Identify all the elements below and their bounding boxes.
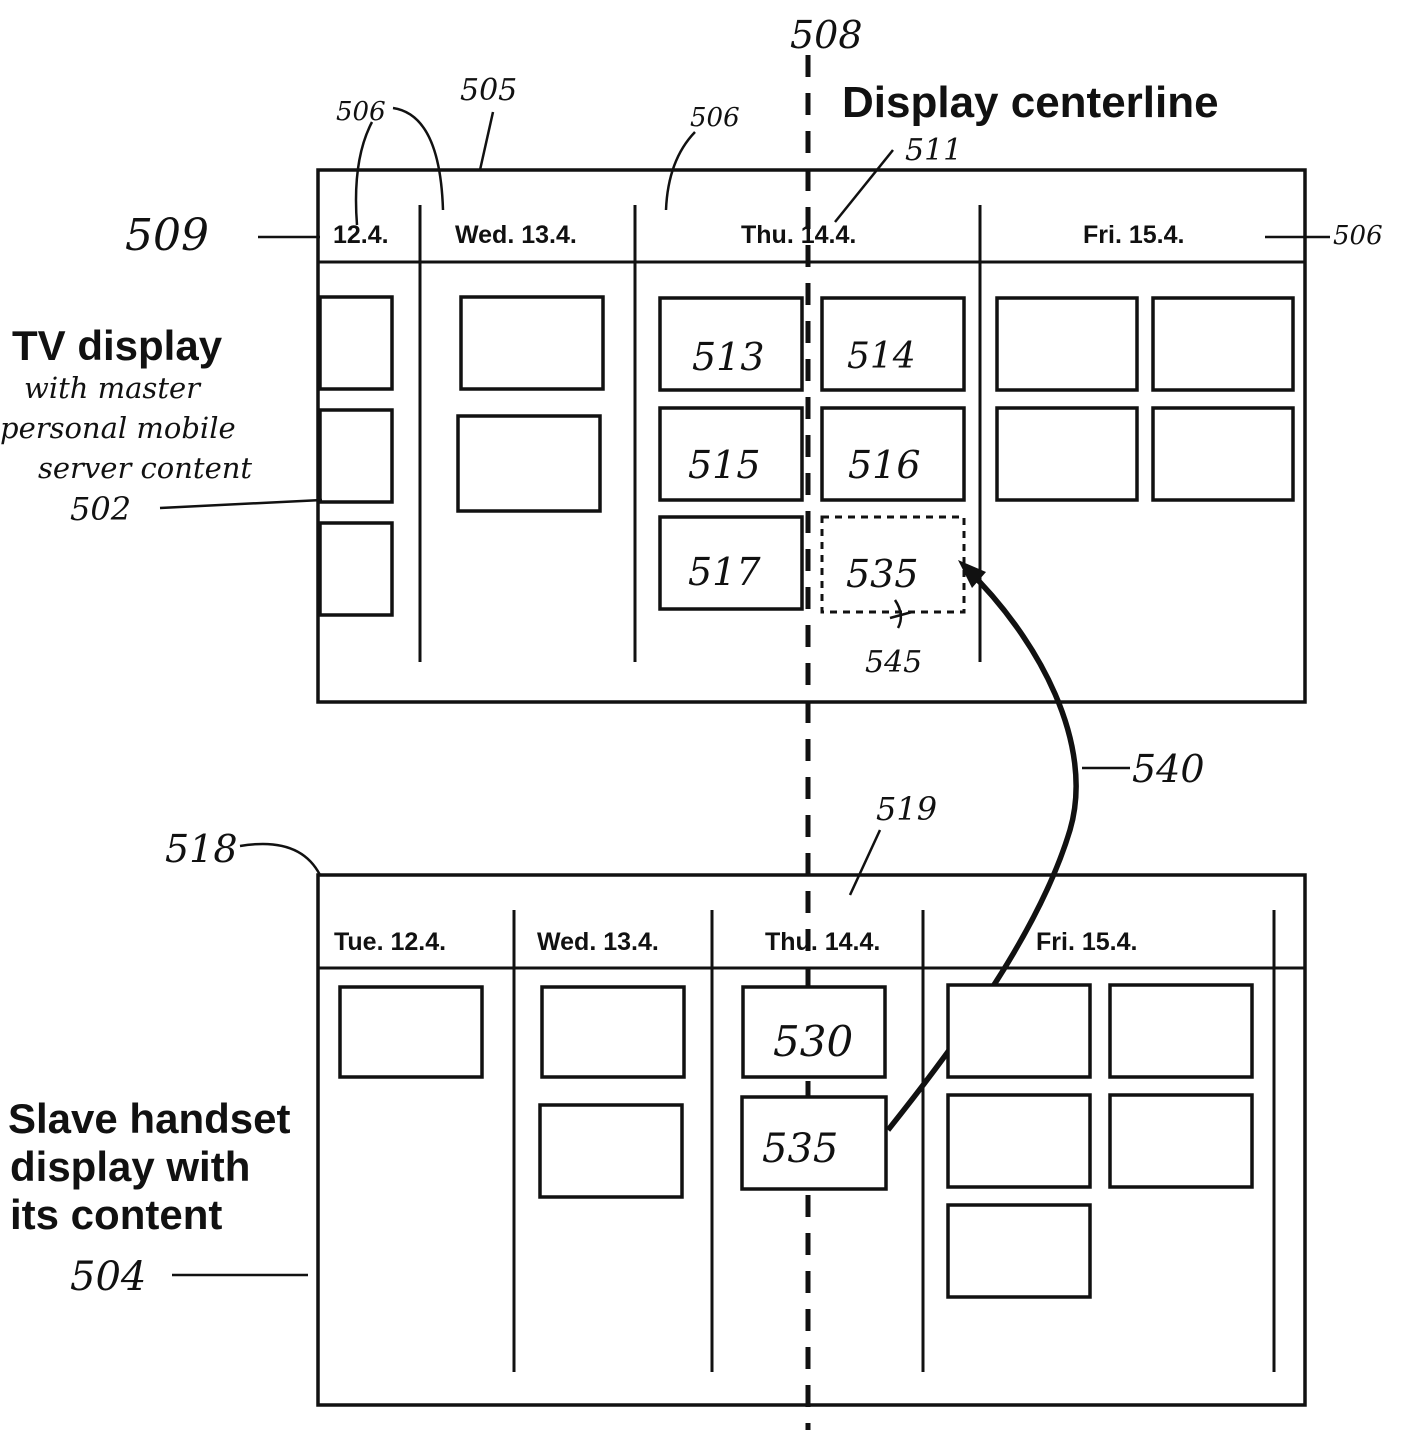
ref-518: 518 — [165, 827, 238, 871]
ref-505: 505 — [460, 73, 517, 108]
tv-tile — [997, 408, 1137, 500]
tile-label-535-drop: 535 — [846, 552, 919, 596]
tv-tile — [458, 416, 600, 511]
handset-tile — [948, 1095, 1090, 1187]
ref-506-mid: 506 — [690, 103, 740, 133]
ref-540: 540 — [1132, 747, 1205, 791]
tv-tile — [320, 297, 392, 389]
handset-header-thu: Thu. 14.4. — [765, 928, 880, 956]
tv-tile — [1153, 408, 1293, 500]
leader-506-left — [356, 122, 372, 225]
tv-tile — [320, 410, 392, 502]
leader-511 — [835, 150, 893, 222]
handset-tile — [1110, 1095, 1252, 1187]
tile-label-530: 530 — [773, 1017, 853, 1066]
tile-label-517: 517 — [688, 550, 761, 594]
tv-caption-line-2: personal mobile — [0, 411, 236, 445]
handset-header-tue: Tue. 12.4. — [334, 928, 446, 956]
handset-title-line-1: Slave handset — [8, 1095, 290, 1142]
ref-509: 509 — [125, 210, 209, 261]
ref-502: 502 — [70, 490, 131, 528]
leader-502 — [160, 500, 322, 508]
tv-display: 12.4. Wed. 13.4. Thu. 14.4. Fri. 15.4. 5… — [318, 170, 1305, 702]
handset-tile — [340, 987, 482, 1077]
leader-519 — [850, 830, 880, 895]
ref-504: 504 — [70, 1254, 146, 1300]
ref-511: 511 — [905, 133, 962, 168]
handset-title-line-3: its content — [10, 1191, 222, 1238]
tv-header-tue: 12.4. — [333, 221, 389, 249]
tile-label-515: 515 — [688, 443, 761, 487]
tv-tile — [1153, 298, 1293, 390]
ref-545: 545 — [865, 645, 922, 680]
handset-tile — [948, 985, 1090, 1077]
tv-tile — [461, 297, 603, 389]
tile-label-514: 514 — [847, 336, 916, 377]
handset-display: Tue. 12.4. Wed. 13.4. Thu. 14.4. Fri. 15… — [318, 875, 1305, 1405]
ref-506-right: 506 — [1333, 221, 1383, 251]
handset-tile — [542, 987, 684, 1077]
tile-label-513: 513 — [692, 335, 765, 379]
ref-519: 519 — [876, 790, 937, 828]
handset-header-fri: Fri. 15.4. — [1036, 928, 1137, 956]
handset-tile — [1110, 985, 1252, 1077]
tile-label-516: 516 — [848, 443, 921, 487]
tv-display-title: TV display — [12, 322, 223, 369]
display-centerline-label: Display centerline — [842, 78, 1219, 127]
ref-506-left: 506 — [336, 97, 386, 127]
tile-label-535: 535 — [762, 1126, 838, 1172]
ref-508: 508 — [790, 13, 863, 57]
handset-title-line-2: display with — [10, 1143, 250, 1190]
tv-caption-line-3: server content — [38, 451, 252, 485]
tv-header-thu: Thu. 14.4. — [741, 221, 856, 249]
tv-tile — [320, 523, 392, 615]
tv-caption-line-1: with master — [24, 371, 202, 405]
handset-header-wed: Wed. 13.4. — [537, 928, 659, 956]
leader-506-left-b — [393, 108, 443, 210]
leader-505 — [480, 112, 493, 170]
leader-518 — [240, 844, 320, 875]
tv-tile — [997, 298, 1137, 390]
tv-header-fri: Fri. 15.4. — [1083, 221, 1184, 249]
handset-tile — [540, 1105, 682, 1197]
tv-header-wed: Wed. 13.4. — [455, 221, 577, 249]
handset-tile — [948, 1205, 1090, 1297]
